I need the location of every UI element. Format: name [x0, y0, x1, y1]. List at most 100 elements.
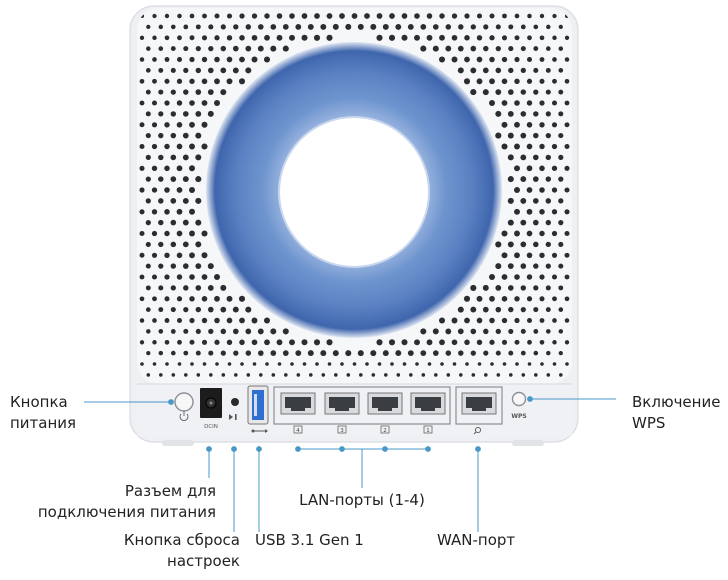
vent-hole — [320, 350, 327, 357]
vent-hole — [195, 241, 202, 248]
vent-hole — [520, 132, 527, 139]
vent-hole — [158, 24, 164, 30]
lan-port-3[interactable] — [324, 392, 360, 415]
vent-hole — [465, 362, 469, 366]
power-button[interactable] — [174, 392, 194, 422]
label-usb: USB 3.1 Gen 1 — [255, 531, 364, 549]
vent-hole — [258, 24, 264, 30]
vent-hole — [321, 373, 326, 377]
vent-hole — [334, 373, 338, 377]
vent-hole — [484, 373, 488, 377]
vent-hole — [214, 35, 220, 41]
vent-hole — [539, 209, 545, 215]
vent-hole — [551, 122, 558, 128]
vent-hole — [470, 306, 477, 313]
vent-hole — [257, 328, 264, 335]
vent-hole — [489, 317, 495, 324]
vent-hole — [301, 13, 308, 19]
vent-hole — [189, 208, 195, 215]
vent-hole — [139, 187, 145, 193]
vent-hole — [438, 317, 446, 324]
vent-hole — [445, 350, 452, 356]
power-jack[interactable] — [200, 388, 222, 418]
wan-port[interactable] — [461, 392, 497, 415]
vent-hole — [170, 132, 177, 139]
vent-hole — [145, 198, 151, 204]
vent-hole — [332, 23, 339, 30]
vent-hole — [451, 34, 458, 41]
vent-hole — [526, 165, 533, 172]
vent-hole — [189, 317, 195, 324]
vent-hole — [307, 350, 314, 357]
vent-hole — [420, 350, 427, 356]
vent-hole — [445, 45, 452, 52]
vent-hole — [489, 339, 495, 345]
vent-hole — [558, 154, 564, 160]
lan-number-box — [423, 425, 433, 434]
vent-hole — [439, 339, 445, 346]
vent-hole — [501, 252, 508, 259]
vent-hole — [501, 296, 508, 302]
vent-hole — [401, 339, 408, 346]
power-icon — [179, 411, 189, 422]
vent-hole — [545, 67, 551, 73]
vent-hole — [464, 56, 470, 63]
vent-hole — [564, 252, 570, 258]
vent-hole — [558, 133, 564, 139]
vent-hole — [351, 13, 358, 19]
vent-hole — [482, 67, 489, 74]
usb-port[interactable] — [247, 385, 269, 425]
vent-hole — [564, 57, 570, 62]
vent-hole — [532, 219, 539, 226]
vent-hole — [395, 350, 402, 357]
vent-hole — [402, 362, 407, 366]
ring-inner-hole — [278, 116, 430, 268]
vent-hole — [539, 165, 545, 172]
vent-hole — [552, 13, 557, 19]
reset-button[interactable] — [231, 398, 239, 406]
vent-hole — [514, 296, 520, 302]
vent-hole — [407, 350, 414, 357]
vent-hole — [265, 362, 269, 366]
vent-hole — [301, 34, 308, 41]
vent-hole — [559, 373, 563, 377]
vent-hole — [289, 13, 295, 19]
vent-hole — [382, 350, 389, 357]
vent-hole — [545, 285, 551, 291]
vent-hole — [396, 373, 401, 377]
vent-hole — [170, 328, 176, 334]
vent-hole — [182, 154, 189, 161]
lan-port-2[interactable] — [367, 392, 403, 415]
vent-hole — [459, 373, 463, 377]
vent-hole — [214, 13, 220, 19]
vent-hole — [551, 252, 558, 258]
vent-hole — [270, 24, 277, 30]
vent-hole — [245, 350, 252, 356]
lan-port-4[interactable] — [280, 392, 316, 415]
vent-hole — [202, 362, 207, 366]
vent-hole — [165, 362, 169, 366]
vent-hole — [151, 230, 158, 237]
vent-hole — [239, 56, 245, 63]
wps-button[interactable] — [511, 391, 527, 407]
vent-hole — [514, 317, 520, 324]
wan-frame — [455, 386, 503, 425]
vent-hole — [526, 122, 533, 128]
vent-hole — [139, 122, 145, 128]
vent-hole — [251, 317, 258, 324]
vent-hole — [183, 67, 189, 74]
vent-hole — [195, 350, 201, 356]
vent-hole — [401, 13, 408, 19]
vent-hole — [482, 284, 489, 291]
vent-hole — [195, 328, 201, 334]
vent-hole — [520, 89, 527, 95]
vent-hole — [139, 165, 145, 171]
vent-hole — [564, 187, 570, 193]
lan-number-box — [293, 425, 303, 434]
vent-hole — [545, 89, 551, 95]
vent-hole — [501, 35, 508, 41]
vent-hole — [158, 307, 164, 313]
lan-port-1[interactable] — [410, 392, 446, 415]
vent-hole — [371, 373, 376, 377]
vent-hole — [326, 339, 333, 346]
